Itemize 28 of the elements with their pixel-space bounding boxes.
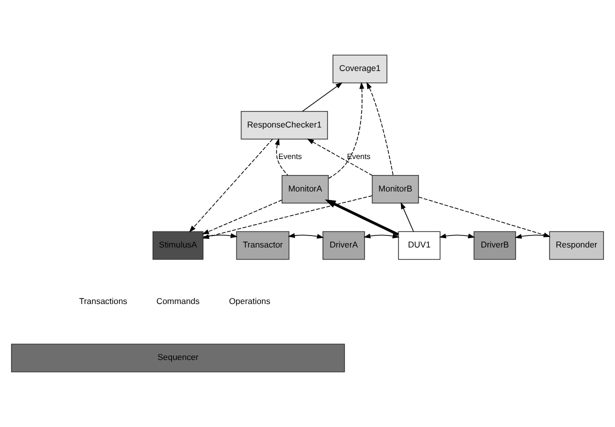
arrow bbox=[439, 234, 476, 238]
node-box: DriverB bbox=[474, 231, 516, 260]
arrow bbox=[274, 138, 288, 176]
edge-label: Events bbox=[347, 152, 371, 162]
node-box: Coverage1 bbox=[332, 54, 388, 84]
arrow bbox=[328, 82, 364, 179]
node-box: ResponseChecker1 bbox=[240, 110, 328, 140]
arrow bbox=[364, 234, 400, 238]
arrow bbox=[302, 82, 343, 112]
arrow bbox=[324, 199, 399, 236]
edge-label: Events bbox=[278, 152, 302, 162]
label: Transactions bbox=[79, 296, 128, 306]
node-box: Transactor bbox=[236, 231, 290, 260]
arrow bbox=[202, 200, 282, 234]
arrow bbox=[400, 202, 414, 232]
label: Operations bbox=[228, 296, 270, 306]
node-box: DUV1 bbox=[398, 231, 440, 260]
arrow bbox=[288, 233, 324, 239]
node-box: MonitorB bbox=[372, 174, 419, 204]
label: Commands bbox=[156, 296, 200, 306]
node-box: Responder bbox=[549, 231, 604, 260]
arrow bbox=[189, 138, 273, 232]
arrow bbox=[366, 82, 394, 176]
node-box: MonitorA bbox=[282, 174, 329, 204]
node-box: StimulusA bbox=[152, 231, 204, 260]
node-box: DriverA bbox=[322, 231, 365, 260]
arrow bbox=[306, 138, 373, 176]
node-box: Sequencer bbox=[11, 344, 345, 372]
